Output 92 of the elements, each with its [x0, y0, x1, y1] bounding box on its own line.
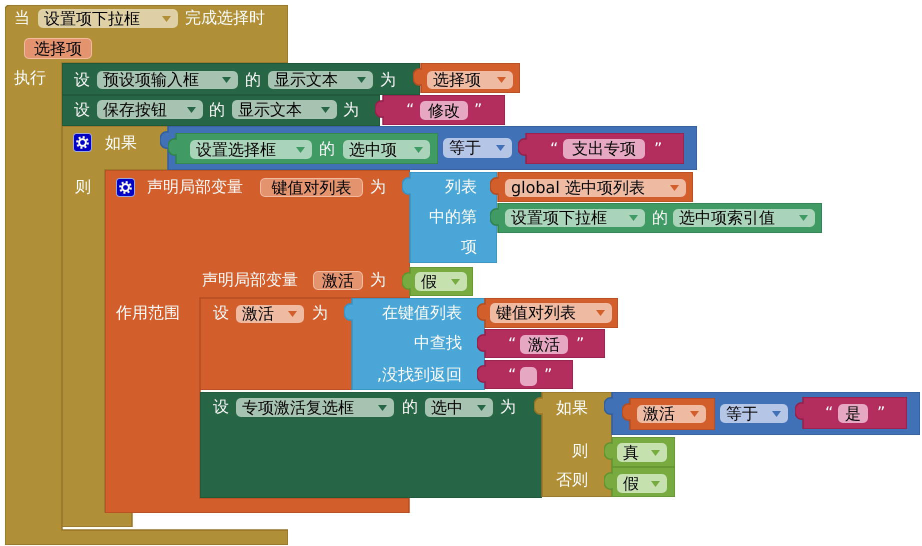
quote-mark: “: [508, 365, 516, 385]
block-label: 为: [370, 177, 386, 197]
block-label: 当: [14, 8, 30, 28]
dropdown-field: 保存按钮: [97, 100, 203, 119]
dropdown-field: 选择项: [427, 71, 513, 89]
dropdown-field: 设置项下拉框: [38, 9, 178, 28]
block-label: 项: [461, 237, 477, 257]
block-label: 在键值列表: [382, 303, 462, 323]
variable-getter-block: [477, 298, 618, 328]
component-getter-block: [490, 203, 822, 233]
block-label: 声明局部变量: [202, 270, 298, 290]
block-label: 为: [500, 397, 516, 417]
text-string-block: [518, 133, 684, 164]
block-label: 为: [380, 70, 396, 90]
block-label: 的: [319, 139, 335, 159]
dropdown-field: 键值对列表: [490, 303, 612, 323]
text-string-block: [795, 397, 907, 429]
dropdown-field: 等于: [720, 404, 788, 423]
quote-mark: ”: [544, 365, 552, 385]
block-label: 执行: [14, 68, 46, 88]
block-label: 否则: [556, 470, 588, 490]
block-label: 的: [652, 208, 668, 228]
block-label: 列表: [445, 177, 477, 197]
lookup-pairs-block: [344, 298, 485, 390]
quote-mark: “: [406, 100, 414, 120]
block-label: 的: [245, 70, 261, 90]
dropdown-field: 假: [617, 474, 667, 493]
dropdown-field: 预设项输入框: [97, 71, 238, 89]
quote-mark: “: [825, 403, 834, 423]
compare-block: [604, 392, 920, 435]
dropdown-field: 设置选择框: [190, 140, 312, 159]
block-label: 作用范围: [116, 303, 180, 323]
dropdown-field: 显示文本: [232, 100, 337, 119]
string-field: 是: [838, 404, 868, 423]
quote-mark: ”: [654, 139, 662, 159]
quote-mark: ”: [576, 334, 584, 354]
variable-getter-block: [413, 63, 520, 93]
string-field: 修改: [420, 101, 468, 120]
string-field: 支出专项: [563, 139, 645, 159]
block-label: 设: [74, 70, 90, 90]
boolean-block: [604, 467, 675, 497]
variable-getter-block: [622, 398, 715, 430]
block-label: 则: [75, 177, 91, 197]
quote-mark: “: [508, 334, 516, 354]
block-label: 的: [402, 397, 418, 417]
block-label: 设: [74, 100, 90, 120]
boolean-block: [604, 437, 675, 467]
list-select-block: [402, 172, 497, 263]
set-variable-block: [200, 298, 352, 390]
block-label: 声明局部变量: [147, 177, 243, 197]
block-label: 设: [213, 303, 229, 323]
block-label: ,没找到返回: [376, 365, 462, 385]
boolean-block: [402, 267, 473, 296]
block-label: 则: [572, 441, 588, 461]
dropdown-field: 等于: [443, 138, 512, 158]
quote-mark: “: [550, 139, 558, 159]
dropdown-field: 显示文本: [268, 71, 373, 89]
dropdown-field: 选中: [425, 398, 493, 417]
block-label: 的: [209, 100, 225, 120]
text-string-block: [477, 360, 573, 389]
text-string-block: [375, 95, 505, 125]
quote-mark: ”: [474, 100, 482, 120]
quote-mark: ”: [877, 403, 886, 423]
block-label: 如果: [105, 133, 137, 153]
variable-name-field: 激活: [313, 271, 363, 290]
dropdown-field: 选中项索引值: [673, 209, 815, 227]
variable-name-field: 选择项: [24, 38, 92, 59]
dropdown-field: 设置项下拉框: [505, 209, 645, 227]
component-getter-block: [168, 133, 438, 164]
dropdown-field: 专项激活复选框: [236, 398, 394, 417]
set-property-block: [62, 63, 420, 95]
compare-block: [160, 126, 697, 170]
block-label: 设: [213, 397, 229, 417]
variable-getter-block: [490, 172, 693, 202]
dropdown-field: 激活: [236, 305, 304, 323]
block-label: 中查找: [414, 333, 462, 353]
dropdown-field: global 选中项列表: [505, 179, 686, 197]
block-label: 如果: [556, 398, 588, 418]
block-label: 为: [370, 270, 386, 290]
block-label: 完成选择时: [185, 8, 265, 28]
set-property-block: [200, 392, 542, 498]
set-property-block: [62, 95, 380, 126]
text-string-block: [477, 329, 605, 358]
variable-name-field: 键值对列表: [260, 178, 363, 197]
dropdown-field: 选中项: [343, 140, 430, 159]
block-label: 为: [343, 100, 359, 120]
block-label: 中的第: [429, 207, 477, 227]
dropdown-field: 真: [617, 443, 667, 462]
dropdown-field: 激活: [637, 405, 706, 423]
string-field: 激活: [520, 335, 568, 354]
block-label: 为: [312, 303, 328, 323]
dropdown-field: 假: [415, 272, 467, 291]
